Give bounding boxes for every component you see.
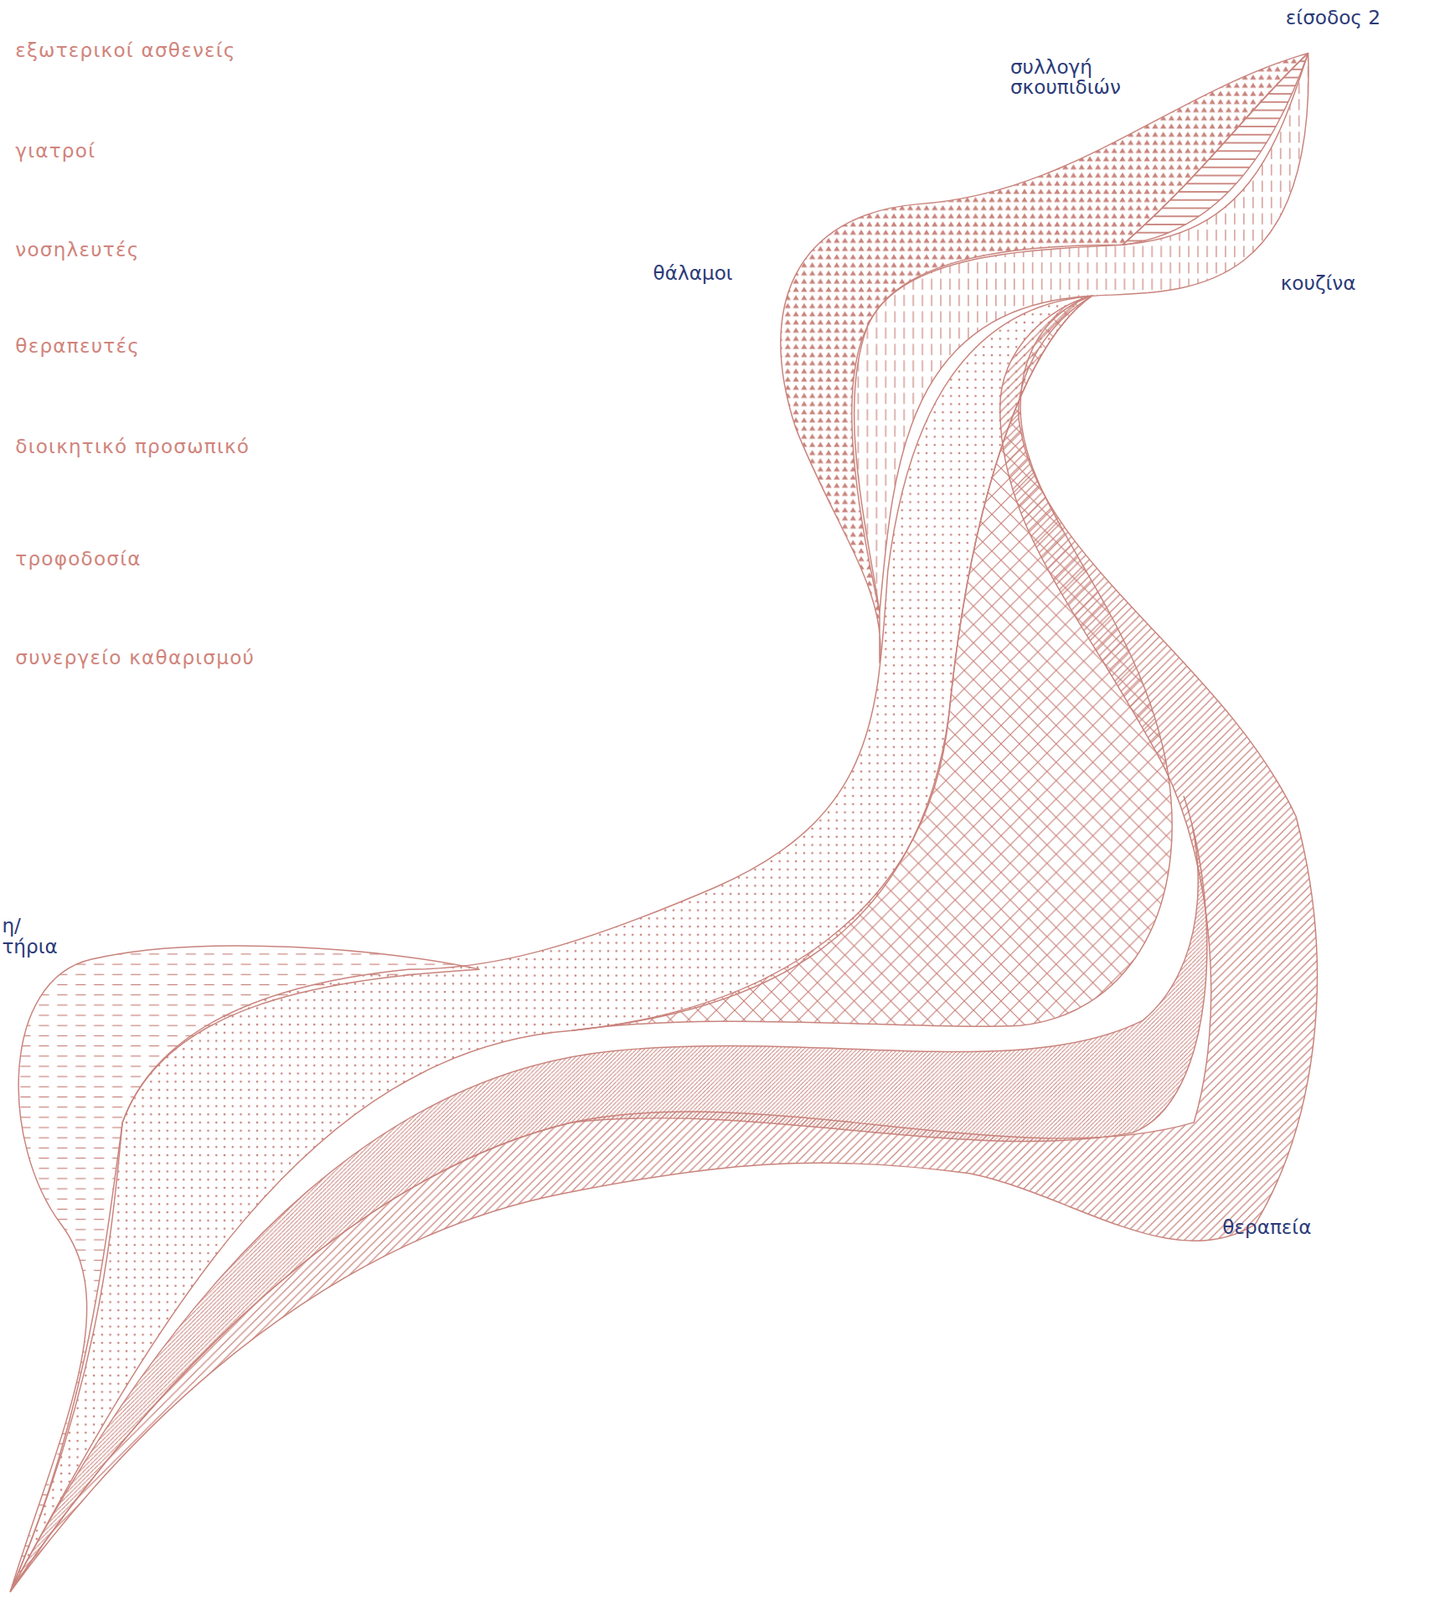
area-label: συλλογή σκουπιδιών [1010,56,1164,99]
area-label: η/ τήρια [1,916,66,958]
area-label: θάλαμοι [653,263,776,284]
legend-text: γιατροί [15,139,96,162]
legend-text: θεραπευτές [15,335,140,358]
area-label: είσοδος 2 [1285,8,1430,29]
legend-text: εξωτερικοί ασθενείς [15,38,236,62]
legend-text: νοσηλευτές [15,237,140,261]
area-label: κουζίνα [1280,273,1404,294]
legend-text: τροφοδοσία [15,547,141,570]
legend-text: διοικητικό προσωπικό [15,434,250,458]
area-label: θεραπεία [1222,1217,1345,1238]
legend-text: συνεργείο καθαρισμού [15,645,255,669]
